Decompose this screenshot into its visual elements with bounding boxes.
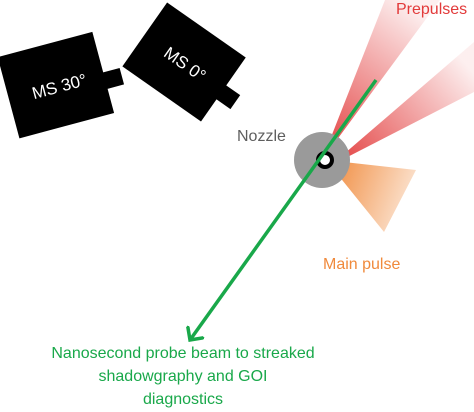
main-pulse-cone xyxy=(326,160,416,232)
prepulses-label: Prepulses xyxy=(396,1,467,18)
camera-ms-0-body xyxy=(122,2,246,122)
prepulse-beam-2 xyxy=(330,42,474,166)
camera-ms-0-lens xyxy=(215,84,241,110)
probe-beam-arrow xyxy=(190,78,378,340)
probe-label-line-3: diagnostics xyxy=(143,391,223,408)
camera-ms-0: MS 0° xyxy=(122,2,246,122)
nozzle-label: Nozzle xyxy=(237,128,286,145)
camera-ms-30-lens xyxy=(102,67,125,90)
camera-ms-30-body xyxy=(0,31,115,139)
camera-ms-30: MS 30° xyxy=(0,31,125,139)
prepulse-beam-1 xyxy=(322,0,440,160)
probe-label-line-2: shadowgraphy and GOI xyxy=(99,368,268,385)
probe-label-line-1: Nanosecond probe beam to streaked xyxy=(51,345,314,362)
main-pulse-label: Main pulse xyxy=(323,256,400,273)
